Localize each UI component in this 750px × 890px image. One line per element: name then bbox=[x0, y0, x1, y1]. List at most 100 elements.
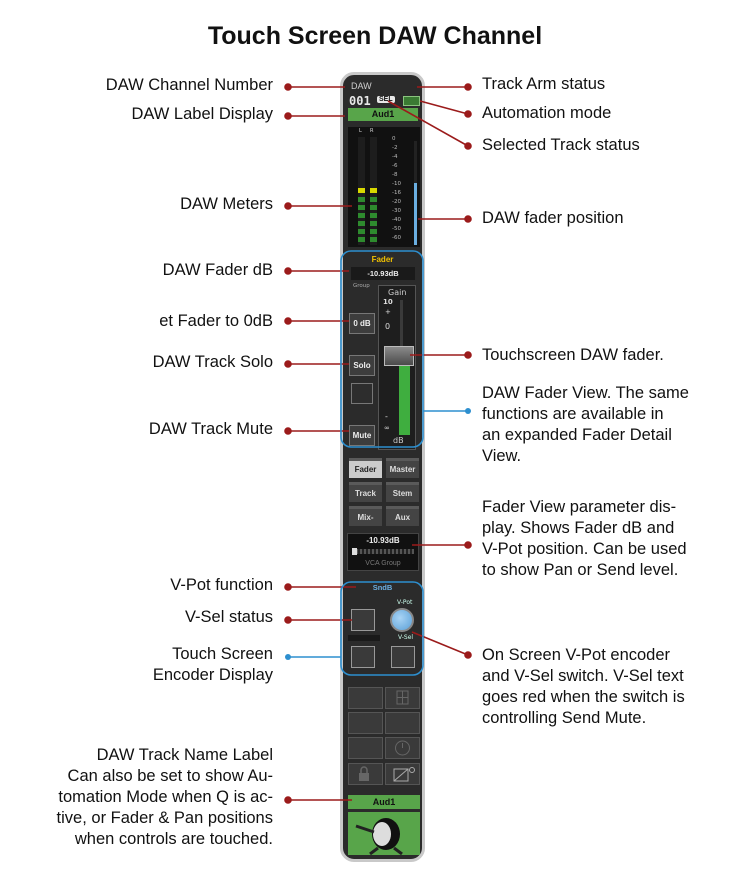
leader-dot bbox=[464, 351, 472, 359]
meter-scale-tick: -40 bbox=[392, 217, 401, 223]
mute-button[interactable]: Mute bbox=[349, 425, 375, 446]
gain-scale-minus: - bbox=[385, 412, 388, 421]
label-track-name: DAW Track Name Label Can also be set to … bbox=[57, 745, 273, 850]
view-master-button[interactable]: Master bbox=[386, 458, 419, 478]
blank-pad[interactable] bbox=[348, 737, 383, 759]
diagram-title: Touch Screen DAW Channel bbox=[207, 22, 543, 50]
vpot-encoder[interactable] bbox=[390, 608, 414, 632]
clock-pad[interactable] bbox=[385, 737, 420, 759]
selected-track-badge[interactable]: SEL bbox=[377, 96, 395, 103]
view-mix-button[interactable]: Mix- bbox=[349, 506, 382, 526]
label-vpot-encoder-line-1: On Screen V-Pot encoder bbox=[482, 646, 671, 664]
leader-dot-blue bbox=[285, 654, 291, 660]
grid-pad[interactable] bbox=[385, 687, 420, 709]
lock-icon bbox=[359, 766, 369, 781]
label-vpot-encoder: On Screen V-Pot encoder and V-Sel switch… bbox=[482, 645, 685, 729]
meter-scale-tick: -50 bbox=[392, 226, 401, 232]
meter-seg bbox=[370, 237, 377, 242]
label-fader-view-line-4: View. bbox=[482, 447, 522, 465]
view-aux-button[interactable]: Aux bbox=[386, 506, 419, 526]
encoder-divider bbox=[348, 635, 380, 641]
label-set-fader-0db: et Fader to 0dB bbox=[159, 312, 273, 330]
fader-db-display: -10.93dB bbox=[351, 267, 415, 280]
channel-strip: DAW 001 SEL Aud1 L R 0-2-4-6-8-10-16-20-… bbox=[340, 72, 425, 862]
meter-scale-tick: -16 bbox=[392, 190, 401, 196]
leader-dot bbox=[284, 202, 292, 210]
meter-scale-tick: -8 bbox=[392, 172, 398, 178]
leader-dot bbox=[284, 83, 292, 91]
blank-pad[interactable] bbox=[348, 687, 383, 709]
label-track-name-line-3: tomation Mode when Q is ac- bbox=[58, 788, 273, 806]
label-track-mute: DAW Track Mute bbox=[148, 420, 273, 438]
view-fader-button[interactable]: Fader bbox=[349, 458, 382, 478]
label-touch-fader: Touchscreen DAW fader. bbox=[482, 346, 664, 364]
leader-dot bbox=[464, 142, 472, 150]
view-track-button[interactable]: Track bbox=[349, 482, 382, 502]
label-automation-mode: Automation mode bbox=[482, 104, 612, 122]
gain-fader-area[interactable]: Gain 10 + 0 - ∞ dB bbox=[378, 285, 416, 450]
gain-scale-10: 10 bbox=[383, 298, 393, 306]
encoder-button-left[interactable] bbox=[351, 646, 375, 668]
meter-left bbox=[358, 137, 365, 245]
meter-scale-tick: -60 bbox=[392, 235, 401, 241]
label-vpot-encoder-line-2: and V-Sel switch. V-Sel text bbox=[482, 667, 684, 685]
meter-scale-tick: 0 bbox=[392, 136, 396, 142]
meter-scale-tick: -6 bbox=[392, 163, 398, 169]
meter-seg bbox=[358, 229, 365, 234]
meter-seg bbox=[370, 213, 377, 218]
label-encoder-display: Touch Screen Encoder Display bbox=[153, 644, 273, 686]
vca-group-label: VCA Group bbox=[365, 560, 401, 567]
leader-dot bbox=[284, 583, 292, 591]
leader-dot bbox=[284, 616, 292, 624]
label-param-display-line-2: play. Shows Fader dB and bbox=[482, 519, 675, 537]
meter-area: L R 0-2-4-6-8-10-16-20-30-40-50-60 bbox=[348, 127, 420, 247]
label-encoder-display-line-1: Touch Screen bbox=[172, 645, 273, 663]
fader-cap[interactable] bbox=[384, 346, 414, 366]
clock-icon bbox=[395, 740, 410, 756]
meter-scale-tick: -4 bbox=[392, 154, 398, 160]
track-name-label: Aud1 bbox=[348, 795, 420, 809]
meter-seg bbox=[358, 221, 365, 226]
leader-dot bbox=[284, 360, 292, 368]
meter-seg bbox=[358, 205, 365, 210]
meter-channel-r: R bbox=[370, 128, 374, 134]
leader-dot bbox=[464, 215, 472, 223]
label-fader-view: DAW Fader View. The same functions are a… bbox=[482, 383, 689, 467]
automation-pad[interactable] bbox=[385, 763, 420, 785]
label-vpot-function: V-Pot function bbox=[170, 576, 273, 594]
blank-button[interactable] bbox=[351, 383, 373, 404]
meter-channel-l: L bbox=[359, 128, 362, 134]
solo-button[interactable]: Solo bbox=[349, 355, 375, 376]
label-fader-view-line-1: DAW Fader View. The same bbox=[482, 384, 689, 402]
label-vpot-encoder-line-4: controlling Send Mute. bbox=[482, 709, 647, 727]
track-arm-indicator[interactable] bbox=[403, 96, 420, 106]
label-track-name-line-5: when controls are touched. bbox=[74, 830, 273, 848]
meter-seg bbox=[370, 229, 377, 234]
label-track-arm: Track Arm status bbox=[482, 75, 606, 93]
blank-pad[interactable] bbox=[348, 712, 383, 734]
blank-pad[interactable] bbox=[385, 712, 420, 734]
track-art bbox=[348, 812, 420, 856]
vsel-status-button[interactable] bbox=[351, 609, 375, 631]
meter-scale-tick: -2 bbox=[392, 145, 398, 151]
label-fader-view-line-3: an expanded Fader Detail bbox=[482, 426, 672, 444]
label-param-display-line-4: to show Pan or Send level. bbox=[482, 561, 679, 579]
label-track-name-line-4: tive, or Fader & Pan positions bbox=[56, 809, 273, 827]
gain-scale-inf: ∞ bbox=[384, 424, 390, 432]
leader-dot bbox=[284, 796, 292, 804]
meter-seg bbox=[358, 197, 365, 202]
label-param-display: Fader View parameter dis- play. Shows Fa… bbox=[482, 497, 687, 581]
leader-dot bbox=[464, 651, 472, 659]
meter-seg bbox=[370, 188, 377, 193]
label-track-solo: DAW Track Solo bbox=[152, 353, 273, 371]
vsel-label: V-Sel bbox=[398, 634, 414, 641]
label-meters: DAW Meters bbox=[180, 195, 273, 213]
zero-db-button[interactable]: 0 dB bbox=[349, 313, 375, 334]
label-fader-position: DAW fader position bbox=[482, 209, 624, 227]
meter-scale-tick: -20 bbox=[392, 199, 401, 205]
lock-pad[interactable] bbox=[348, 763, 383, 785]
vsel-switch[interactable] bbox=[391, 646, 415, 668]
fader-view-title: Fader bbox=[371, 255, 394, 264]
view-stem-button[interactable]: Stem bbox=[386, 482, 419, 502]
group-label: Group bbox=[353, 283, 370, 289]
